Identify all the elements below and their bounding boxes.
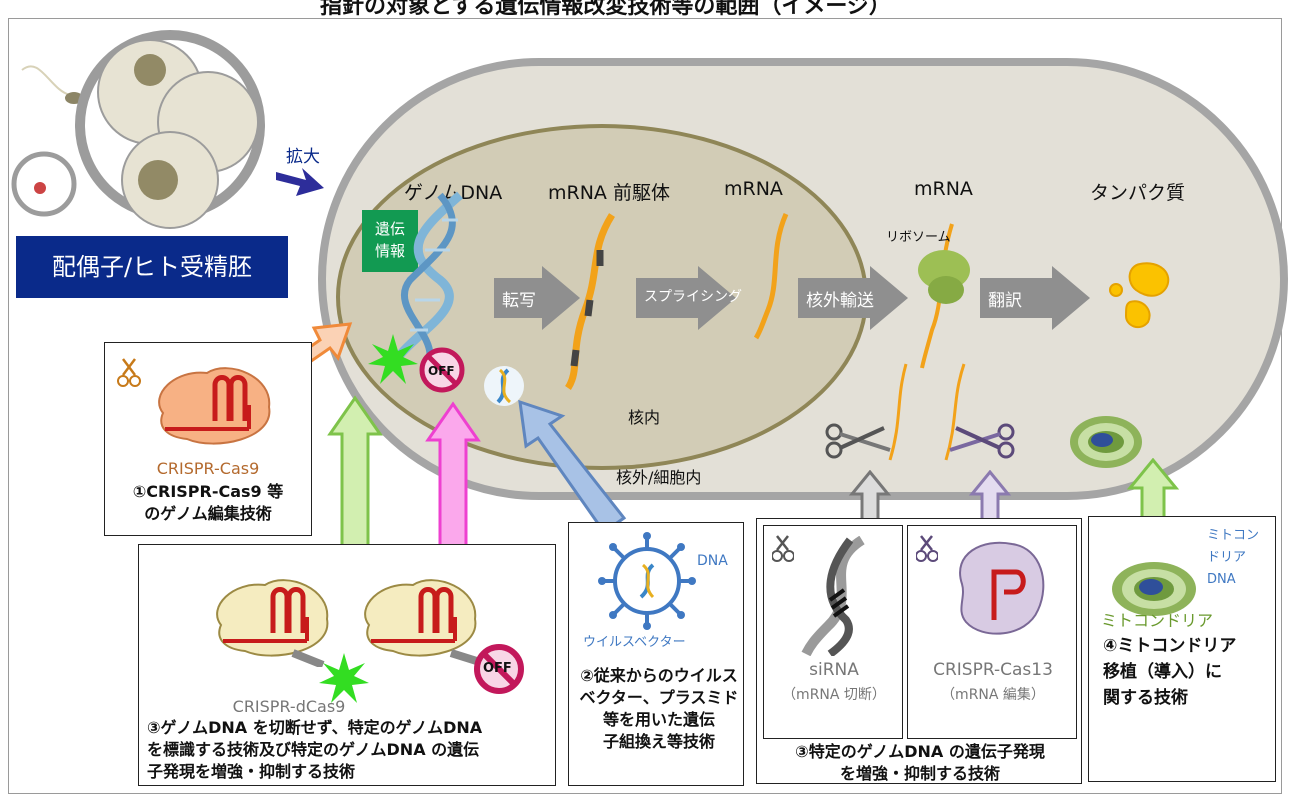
arrow-dcas9-icon xyxy=(327,395,383,548)
stage-pre-mrna: mRNA 前駆体 xyxy=(548,182,670,204)
mrna-target-strand xyxy=(888,363,966,461)
process-label: スプライシング xyxy=(644,289,742,305)
mito-name: ミトコンドリア xyxy=(1101,611,1214,630)
sirna-strand-icon xyxy=(801,536,865,656)
mito-dna-label: ミトコン ドリア DNA xyxy=(1207,528,1260,587)
off-sign-text: OFF xyxy=(428,364,455,378)
viral-vector-caption: ②従来からのウイルス ベクター、プラスミド 等を用いた遺伝 子組換え等技術 xyxy=(579,666,739,751)
process-arrow-translation: 翻訳 xyxy=(980,266,1090,330)
cas9-name: CRISPR-Cas9 xyxy=(156,459,260,478)
blastomere-nucleus xyxy=(134,54,166,86)
genetic-info-text: 遺伝 情報 xyxy=(374,220,405,260)
ribosome-label: リボソーム xyxy=(886,230,951,245)
nucleus-label: 核内 xyxy=(628,408,661,427)
dcas9-activator-burst-icon xyxy=(319,653,369,703)
method-box-viral-vector: DNA ウイルスベクター ②従来からのウイルス ベクター、プラスミド 等を用いた… xyxy=(568,522,744,786)
stage-mrna-cytoplasm: mRNA xyxy=(914,178,973,200)
embryo-illustration xyxy=(11,30,265,229)
arrow-virus-icon xyxy=(518,399,627,535)
gamete-embryo-text: 配偶子/ヒト受精胚 xyxy=(51,253,253,281)
stage-protein: タンパク質 xyxy=(1090,182,1186,204)
cas13-note: （mRNA 編集） xyxy=(941,687,1045,703)
cas13-name: CRISPR-Cas13 xyxy=(933,660,1053,680)
virus-vector-label: ウイルスベクター xyxy=(583,635,686,650)
cas9-protein-icon xyxy=(158,367,271,445)
process-arrow-transcription: 転写 xyxy=(494,266,580,330)
process-arrow-export: 核外輸送 xyxy=(798,266,908,330)
arrow-cas13-icon xyxy=(968,470,1012,524)
scissors-icon xyxy=(117,358,141,387)
process-arrow-splicing: スプライシング xyxy=(636,266,742,330)
method-box-rna: siRNA （mRNA 切断） CRISPR-Cas13 （mRNA 編集） ③… xyxy=(756,518,1082,784)
sirna-scissors-icon xyxy=(772,535,794,562)
mitochondria-transplant-icon xyxy=(1112,562,1196,616)
sirna-panel: siRNA （mRNA 切断） xyxy=(763,525,903,739)
method-box-dcas9: OFF CRISPR-dCas9 ③ゲノムDNA を切断せず、特定のゲノムDNA… xyxy=(138,544,556,786)
figure-frame xyxy=(8,18,1282,794)
ribosome-icon xyxy=(918,250,970,304)
activation-burst-icon xyxy=(368,334,418,384)
cas13-panel: CRISPR-Cas13 （mRNA 編集） xyxy=(907,525,1077,739)
protein-icon xyxy=(1109,262,1170,329)
inserted-dna-icon xyxy=(484,366,524,406)
sirna-note: （mRNA 切断） xyxy=(782,687,886,703)
scissors-cas13-icon xyxy=(949,423,1015,459)
egg-dot xyxy=(34,182,46,194)
method-box-mitochondria: ミトコン ドリア DNA ミトコンドリア ④ミトコンドリア 移植（導入）に 関す… xyxy=(1088,516,1276,782)
rna-caption: ③特定のゲノムDNA の遺伝子発現 を増強・抑制する技術 xyxy=(795,742,1045,783)
cytoplasm-label: 核外/細胞内 xyxy=(616,468,702,487)
arrow-sirna-icon xyxy=(848,470,892,524)
mrna-strand xyxy=(753,212,789,340)
dcas9-name: CRISPR-dCas9 xyxy=(232,697,346,716)
mito-caption: ④ミトコンドリア 移植（導入）に 関する技術 xyxy=(1103,636,1237,708)
dcas9-protein-icon xyxy=(216,579,329,667)
off-sign-icon xyxy=(419,347,465,393)
arrow-crispri-icon xyxy=(425,401,481,548)
cas9-caption: ①CRISPR-Cas9 等 のゲノム編集技術 xyxy=(132,482,284,523)
virus-vector-icon xyxy=(598,532,696,630)
blastomere-nucleus xyxy=(138,160,178,200)
sirna-name: siRNA xyxy=(809,660,859,680)
pre-mrna-strand xyxy=(564,213,615,390)
stage-genome-dna: ゲノムDNA xyxy=(404,182,503,204)
genetic-info-box: 遺伝 情報 xyxy=(362,210,418,272)
dcas9-repressor-protein-icon xyxy=(364,579,485,667)
method-box-cas9: CRISPR-Cas9 ①CRISPR-Cas9 等 のゲノム編集技術 xyxy=(104,342,312,536)
process-label: 転写 xyxy=(502,291,536,311)
virus-dna-label: DNA xyxy=(697,553,728,569)
scissors-sirna-icon xyxy=(825,423,891,459)
dcas9-caption: ③ゲノムDNA を切断せず、特定のゲノムDNA を標識する技術及び特定のゲノムD… xyxy=(147,718,483,781)
cas13-scissors-icon xyxy=(916,535,938,562)
mitochondria-icon xyxy=(1070,416,1142,468)
cas13-protein-icon xyxy=(959,541,1045,635)
diagram-title: 指針の対象とする遺伝情報改変技術等の範囲（イメージ） xyxy=(320,0,891,19)
dcas9-off-sign-icon xyxy=(474,644,524,694)
dna-helix-icon xyxy=(396,191,463,358)
sperm-tail xyxy=(21,65,71,96)
dcas9-off-text: OFF xyxy=(483,661,512,676)
process-label: 翻訳 xyxy=(988,291,1022,311)
process-label: 核外輸送 xyxy=(806,291,874,311)
enlarge-label: 拡大 xyxy=(286,147,320,167)
stage-mrna: mRNA xyxy=(724,178,783,200)
gamete-embryo-label: 配偶子/ヒト受精胚 xyxy=(16,236,288,298)
nucleus xyxy=(336,124,868,470)
enlarge-arrow-icon xyxy=(276,168,324,196)
